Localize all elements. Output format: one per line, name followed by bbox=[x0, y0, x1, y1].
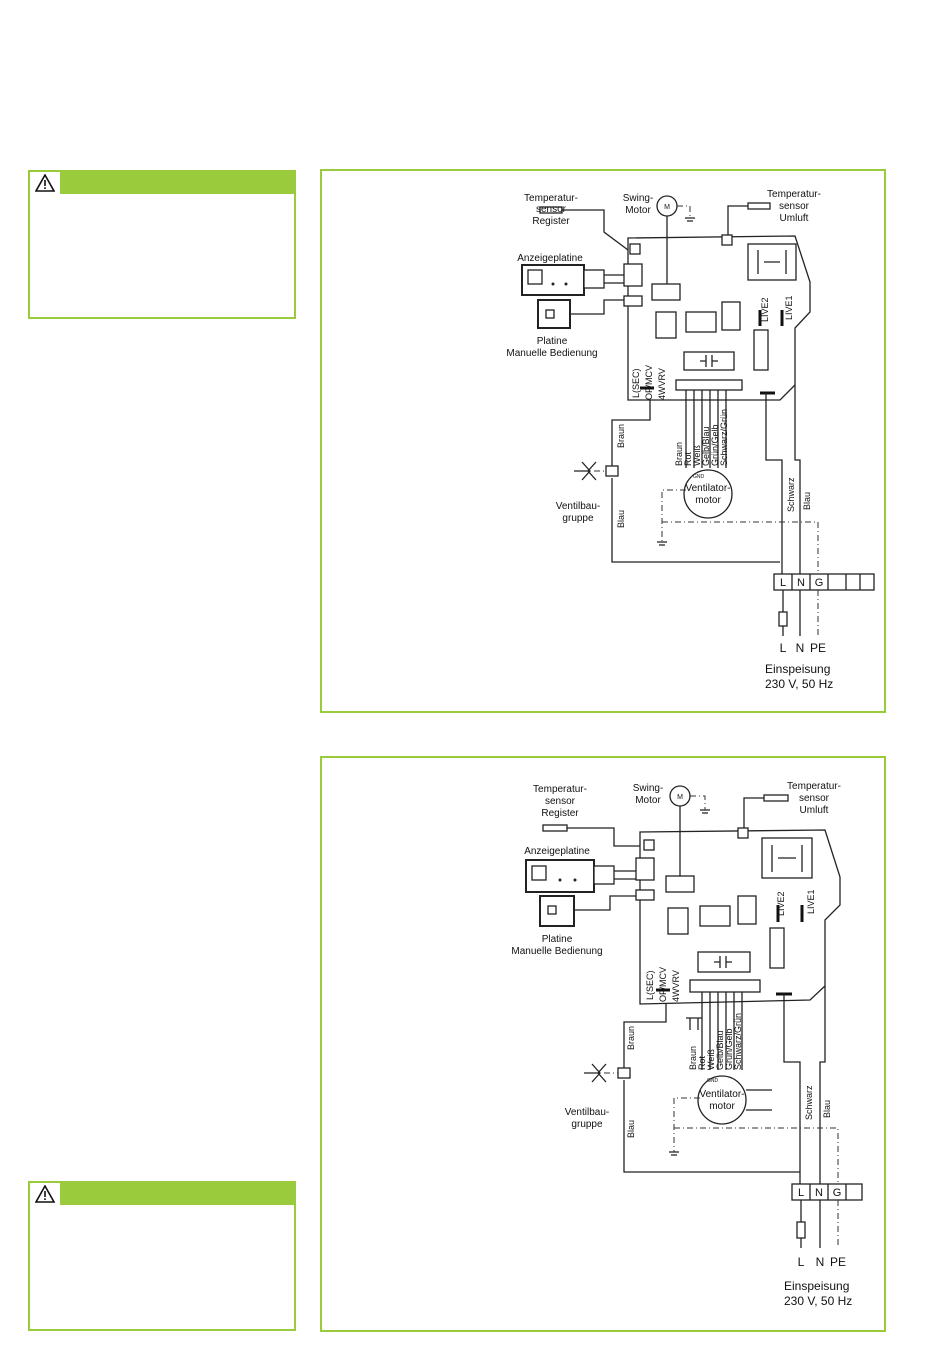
supply-l: L bbox=[780, 641, 787, 655]
supply-l: L bbox=[798, 1255, 805, 1269]
swing-motor-label-1: Swing- bbox=[623, 193, 654, 204]
diagram-1-drawing: M bbox=[521, 195, 875, 636]
platine-manuelle-board bbox=[539, 895, 575, 927]
blau-right-wire-label: Blau bbox=[822, 1100, 832, 1118]
temp-sensor-register-symbol bbox=[542, 824, 568, 832]
fan-motor-label-2: motor bbox=[695, 495, 721, 506]
wire-label-schwarz-gruen: Schwarz/Grün bbox=[733, 1013, 743, 1070]
braun-wire-label: Braun bbox=[616, 424, 626, 448]
temp-register-label-3: Register bbox=[541, 808, 579, 819]
supply-pe: PE bbox=[810, 641, 826, 655]
of-mcv-label: OF/MCV bbox=[644, 365, 654, 400]
wire-label-rot: Rot bbox=[683, 451, 693, 466]
swing-motor-label-2: Motor bbox=[625, 205, 651, 216]
platine-label-1: Platine bbox=[542, 934, 573, 945]
temp-umluft-label-3: Umluft bbox=[780, 213, 809, 224]
wire-label-gelb-blau: Gelb/Blau bbox=[701, 426, 711, 466]
temp-umluft-label-2: sensor bbox=[799, 793, 830, 804]
schwarz-wire-label: Schwarz bbox=[786, 477, 796, 512]
schwarz-wire-label: Schwarz bbox=[804, 1085, 814, 1120]
supply-pe: PE bbox=[830, 1255, 846, 1269]
platine-label-2: Manuelle Bedienung bbox=[506, 348, 597, 359]
valve-symbol bbox=[584, 1063, 607, 1083]
temp-umluft-label-1: Temperatur- bbox=[767, 189, 821, 200]
terminal-l: L bbox=[780, 577, 786, 589]
wire-label-schwarz-gruen: Schwarz/Grün bbox=[719, 409, 729, 466]
fan-motor-symbol bbox=[683, 469, 733, 519]
of-mcv-label: OF/MCV bbox=[658, 967, 668, 1002]
terminal-g: G bbox=[833, 1187, 842, 1199]
warning-box-bottom bbox=[28, 1181, 296, 1331]
live2-label: LIVE2 bbox=[776, 891, 786, 916]
terminal-n: N bbox=[797, 577, 805, 589]
blau-right-wire-label: Blau bbox=[802, 492, 812, 510]
temp-sensor-umluft-symbol bbox=[763, 794, 789, 802]
wire-label-rot: Rot bbox=[697, 1055, 707, 1070]
temp-register-label-1: Temperatur- bbox=[524, 193, 578, 204]
wire-label-weiss: Weiß bbox=[706, 1049, 716, 1070]
fan-motor-symbol bbox=[697, 1075, 747, 1125]
fan-motor-label-1: Ventilator- bbox=[699, 1089, 744, 1100]
live1-label: LIVE1 bbox=[784, 295, 794, 320]
platine-label-2: Manuelle Bedienung bbox=[511, 946, 602, 957]
gnd-label: GND bbox=[693, 474, 705, 480]
four-way-label: 4WVRV bbox=[671, 970, 681, 1002]
anzeigeplatine-label: Anzeigeplatine bbox=[517, 253, 583, 264]
anzeigeplatine-label: Anzeigeplatine bbox=[524, 846, 590, 857]
temp-umluft-label-1: Temperatur- bbox=[787, 781, 841, 792]
swing-motor-m: M bbox=[664, 204, 670, 211]
temp-register-label-1: Temperatur- bbox=[533, 784, 587, 795]
temp-umluft-label-3: Umluft bbox=[800, 805, 829, 816]
four-way-label: 4WVRV bbox=[657, 368, 667, 400]
wire-label-braun: Braun bbox=[674, 442, 684, 466]
swing-motor-label-1: Swing- bbox=[633, 783, 664, 794]
warning-triangle-icon bbox=[30, 1183, 60, 1205]
temp-register-label-2: sensor bbox=[536, 204, 567, 215]
einspeisung-label-2: 230 V, 50 Hz bbox=[765, 677, 833, 691]
diagram-2-drawing: M bbox=[525, 785, 863, 1248]
wire-label-weiss: Weiß bbox=[692, 445, 702, 466]
warning-header bbox=[30, 1183, 294, 1205]
wire-label-gelb-blau: Gelb/Blau bbox=[715, 1030, 725, 1070]
blau-wire-label: Blau bbox=[626, 1120, 636, 1138]
wire-label-gruen-gelb: Grün/Gelb bbox=[724, 1028, 734, 1070]
wire-label-gruen-gelb: Grün/Gelb bbox=[710, 424, 720, 466]
l-sec-label: L(SEC) bbox=[631, 368, 641, 398]
braun-wire-label: Braun bbox=[626, 1026, 636, 1050]
live1-label: LIVE1 bbox=[806, 889, 816, 914]
valve-symbol bbox=[574, 461, 597, 481]
supply-n: N bbox=[796, 641, 805, 655]
einspeisung-label-1: Einspeisung bbox=[784, 1279, 849, 1293]
wire-label-braun: Braun bbox=[688, 1046, 698, 1070]
ventilbaugruppe-label-1: Ventilbau- bbox=[556, 501, 600, 512]
temp-umluft-label-2: sensor bbox=[779, 201, 810, 212]
fan-motor-label-1: Ventilator- bbox=[685, 483, 730, 494]
swing-motor-m: M bbox=[677, 794, 683, 801]
terminal-g: G bbox=[815, 577, 824, 589]
warning-triangle-icon bbox=[30, 172, 60, 194]
ventilbaugruppe-label-2: gruppe bbox=[562, 513, 594, 524]
warning-box-top bbox=[28, 170, 296, 319]
einspeisung-label-2: 230 V, 50 Hz bbox=[784, 1294, 852, 1308]
ventilbaugruppe-label-1: Ventilbau- bbox=[565, 1107, 609, 1118]
swing-motor-label-2: Motor bbox=[635, 795, 661, 806]
fan-motor-label-2: motor bbox=[709, 1101, 735, 1112]
gnd-label: GND bbox=[707, 1078, 719, 1084]
temp-register-label-2: sensor bbox=[545, 796, 576, 807]
platine-label-1: Platine bbox=[537, 336, 568, 347]
live2-label: LIVE2 bbox=[760, 297, 770, 322]
warning-header bbox=[30, 172, 294, 194]
terminal-l: L bbox=[798, 1187, 804, 1199]
ventilbaugruppe-label-2: gruppe bbox=[571, 1119, 603, 1130]
einspeisung-label-1: Einspeisung bbox=[765, 662, 830, 676]
blau-wire-label: Blau bbox=[616, 510, 626, 528]
terminal-n: N bbox=[815, 1187, 823, 1199]
terminal-block bbox=[773, 573, 875, 591]
l-sec-label: L(SEC) bbox=[645, 970, 655, 1000]
supply-n: N bbox=[816, 1255, 825, 1269]
temp-register-label-3: Register bbox=[532, 216, 570, 227]
